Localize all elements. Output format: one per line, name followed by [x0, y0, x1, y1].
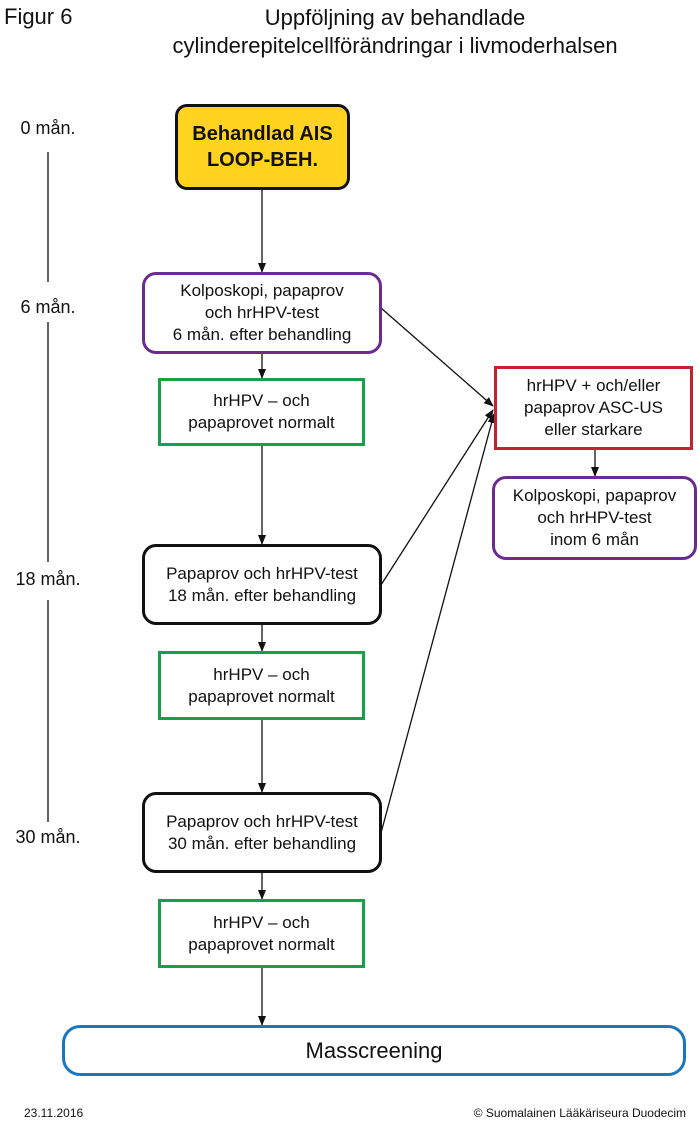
node-text: och hrHPV-test: [537, 508, 652, 527]
node-normal-result-3: hrHPV – och papaprovet normalt: [158, 899, 365, 968]
node-test-30-months: Papaprov och hrHPV-test 30 mån. efter be…: [142, 792, 382, 873]
node-colposcopy-within-6-months: Kolposkopi, papaprov och hrHPV-test inom…: [492, 476, 697, 560]
node-text: Masscreening: [305, 1037, 443, 1063]
node-colposcopy-6-months: Kolposkopi, papaprov och hrHPV-test 6 må…: [142, 272, 382, 354]
node-text: inom 6 mån: [550, 530, 639, 549]
arrow-check30-to-abnormal: [380, 413, 496, 834]
node-text: LOOP-BEH.: [206, 149, 319, 171]
arrow-check18-to-abnormal: [380, 409, 494, 586]
figure-label: Figur 6: [4, 4, 73, 29]
node-text: Behandlad AIS: [192, 123, 333, 145]
node-test-18-months: Papaprov och hrHPV-test 18 mån. efter be…: [142, 544, 382, 625]
node-text: 6 mån. efter behandling: [172, 325, 352, 344]
node-normal-result-2: hrHPV – och papaprovet normalt: [158, 651, 365, 720]
node-text: papaprovet normalt: [188, 934, 335, 954]
node-text: papaprovet normalt: [188, 413, 335, 432]
node-text: Papaprov och hrHPV-test: [166, 563, 358, 583]
start-node-treated-ais: Behandlad AIS LOOP-BEH.: [175, 104, 350, 190]
node-text: hrHPV – och: [213, 391, 310, 410]
arrow-check6-to-abnormal: [380, 307, 494, 407]
node-text: Kolposkopi, papaprov: [180, 281, 344, 300]
node-abnormal-result: hrHPV + och/eller papaprov ASC-US eller …: [494, 366, 693, 450]
node-normal-result-1: hrHPV – och papaprovet normalt: [158, 378, 365, 446]
node-text: eller starkare: [544, 420, 643, 439]
node-text: 18 mån. efter behandling: [167, 585, 357, 605]
node-text: hrHPV – och: [213, 912, 310, 932]
footer-date: 23.11.2016: [24, 1106, 84, 1120]
title-line-1: Uppföljning av behandlade: [264, 5, 526, 30]
node-text: och hrHPV-test: [204, 303, 320, 322]
time-label-0: 0 mån.: [20, 118, 76, 138]
node-text: Kolposkopi, papaprov: [512, 486, 677, 505]
footer-copyright: © Suomalainen Lääkäriseura Duodecim: [473, 1106, 686, 1120]
node-text: hrHPV – och: [213, 664, 310, 684]
node-text: Papaprov och hrHPV-test: [166, 811, 358, 831]
node-text: hrHPV + och/eller: [526, 376, 661, 395]
node-text: 30 mån. efter behandling: [167, 833, 357, 853]
page-title: Uppföljning av behandlade cylinderepitel…: [140, 4, 650, 60]
time-label-6: 6 mån.: [20, 297, 76, 317]
end-node-mass-screening: Masscreening: [62, 1025, 686, 1076]
node-text: papaprovet normalt: [188, 686, 335, 706]
title-line-2: cylinderepitelcellförändringar i livmode…: [172, 33, 618, 58]
time-label-30: 30 mån.: [15, 827, 81, 847]
time-label-18: 18 mån.: [15, 569, 81, 589]
node-text: papaprov ASC-US: [524, 398, 663, 417]
